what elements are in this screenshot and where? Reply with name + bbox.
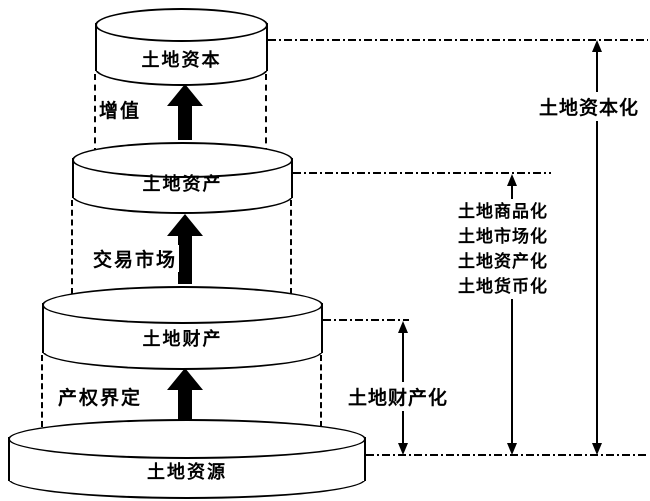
cylinder-top-ellipse — [42, 286, 323, 324]
up-arrow-trading-market — [167, 214, 203, 284]
span-arrow-line — [511, 177, 513, 452]
cylinder-top-ellipse — [8, 419, 366, 459]
arrow-head-icon — [167, 214, 203, 236]
label-propertization: 土地财产化 — [345, 382, 452, 411]
span-arrow-marketization — [506, 174, 518, 455]
projection-line-tier3-left — [41, 355, 43, 427]
cylinder-land-capital: 土地资本 — [95, 8, 268, 86]
arrow-shaft — [178, 105, 192, 140]
projection-line-tier2-right — [290, 200, 292, 294]
up-arrow-appreciation — [167, 84, 203, 140]
guide-line-land-property — [323, 319, 409, 321]
label-marketization: 土地市场化 — [458, 227, 548, 246]
span-arrow-capitalization — [591, 40, 603, 455]
arrow-head-icon — [167, 368, 203, 390]
projection-line-tier3-right — [320, 355, 322, 427]
cylinder-land-resource: 土地资源 — [8, 419, 366, 499]
cylinder-land-asset: 土地资产 — [72, 142, 293, 214]
label-marketization-block: 土地商品化 土地市场化 土地资产化 土地货币化 — [452, 199, 554, 299]
span-arrow-line — [596, 43, 598, 452]
guide-line-land-asset — [293, 172, 551, 174]
cylinder-label-land-resource: 土地资源 — [147, 462, 227, 482]
cylinder-label-land-property: 土地财产 — [142, 329, 223, 349]
label-capitalization: 土地资本化 — [536, 92, 643, 121]
projection-line-tier2-left — [71, 200, 73, 294]
cylinder-label-land-asset: 土地资产 — [142, 174, 223, 194]
guide-line-land-capital — [268, 39, 648, 41]
label-appreciation: 增值 — [97, 96, 144, 123]
label-assetization: 土地资产化 — [458, 252, 548, 271]
arrow-shaft — [178, 389, 192, 420]
label-property-rights: 产权界定 — [56, 383, 145, 410]
label-commodification: 土地商品化 — [458, 202, 548, 221]
up-arrow-property-rights — [167, 368, 203, 420]
cylinder-label-land-capital: 土地资本 — [141, 50, 222, 70]
projection-line-tier1-left — [94, 74, 96, 154]
arrow-head-icon — [167, 84, 203, 106]
label-trading-market: 交易市场 — [91, 245, 180, 272]
label-monetization: 土地货币化 — [458, 277, 548, 296]
arrow-shaft — [178, 235, 192, 284]
cylinder-top-ellipse — [95, 8, 268, 42]
projection-line-tier1-right — [265, 74, 267, 154]
cylinder-top-ellipse — [72, 142, 293, 178]
guide-line-land-resource — [366, 454, 648, 456]
cylinder-land-property: 土地财产 — [42, 286, 323, 370]
